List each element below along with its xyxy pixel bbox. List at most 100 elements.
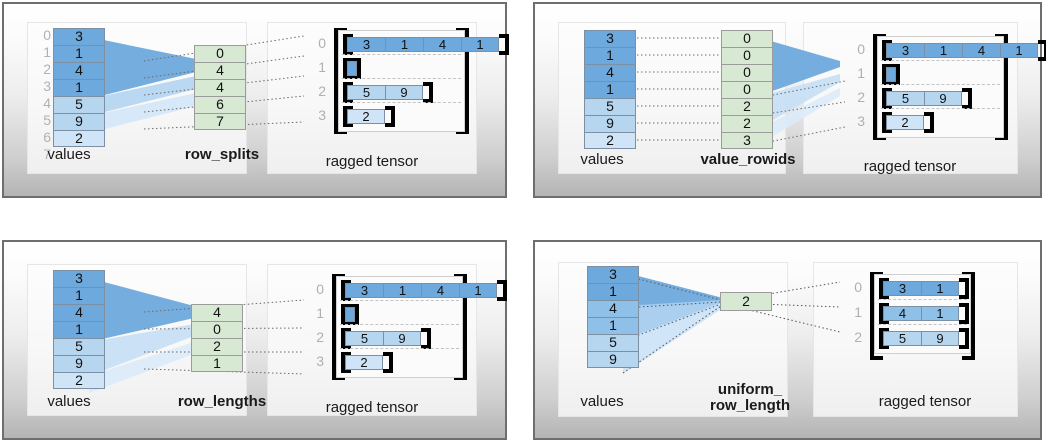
encoding-cell: 1 bbox=[191, 355, 243, 372]
value-cell: 9 bbox=[587, 351, 639, 368]
value-cell: 9 bbox=[53, 355, 105, 372]
encoding-cell: 0 bbox=[191, 321, 243, 338]
value-index-label: 3 bbox=[43, 78, 51, 94]
tensor-cell: 1 bbox=[921, 281, 959, 296]
value-index-label: 6 bbox=[43, 129, 51, 145]
encoding-cell: 4 bbox=[194, 62, 246, 79]
tensor-caption: ragged tensor bbox=[878, 393, 972, 410]
tensor-row-label: 1 bbox=[854, 304, 862, 320]
tensor-row-label: 2 bbox=[857, 89, 865, 105]
row-bracket-left bbox=[343, 34, 353, 55]
tensor-cell: 3 bbox=[886, 43, 924, 58]
row-bracket-left bbox=[879, 303, 889, 324]
encoding-cell: 3 bbox=[721, 132, 773, 149]
tensor-row-label: 1 bbox=[857, 65, 865, 81]
tensor-cell: 9 bbox=[924, 91, 962, 106]
value-cell: 3 bbox=[584, 30, 636, 47]
values-caption: values bbox=[580, 151, 624, 168]
row-bracket-right bbox=[959, 328, 969, 349]
row-bracket-left bbox=[882, 112, 892, 133]
tensor-caption: ragged tensor bbox=[325, 153, 419, 170]
row-bracket-left bbox=[341, 304, 351, 325]
value-cell: 1 bbox=[53, 287, 105, 304]
tensor-cell: 4 bbox=[883, 306, 921, 321]
row-bracket-left bbox=[882, 88, 892, 109]
encoding-cell: 0 bbox=[721, 47, 773, 64]
tensor-cell-empty bbox=[345, 307, 355, 322]
value-index-label: 7 bbox=[43, 146, 51, 162]
row-bracket-right bbox=[351, 58, 361, 79]
encoding-caption: uniform_ row_length bbox=[709, 381, 790, 414]
tensor-row-label: 3 bbox=[316, 353, 324, 369]
tensor-cell: 2 bbox=[347, 109, 385, 124]
tensor-row-label: 3 bbox=[857, 113, 865, 129]
encoding-caption: value_rowids bbox=[700, 151, 796, 168]
encoding-cell: 4 bbox=[194, 79, 246, 96]
value-cell: 5 bbox=[53, 338, 105, 355]
row-bracket-left bbox=[882, 64, 892, 85]
row-bracket-right bbox=[959, 303, 969, 324]
tensor-cell: 1 bbox=[461, 37, 499, 52]
tensor-cell: 5 bbox=[886, 91, 924, 106]
tensor-cell: 3 bbox=[883, 281, 921, 296]
value-cell: 9 bbox=[53, 113, 105, 130]
encoding-caption: row_lengths bbox=[177, 393, 267, 410]
tensor-cell: 9 bbox=[383, 331, 421, 346]
encoding-cell: 0 bbox=[721, 81, 773, 98]
tensor-row-label: 3 bbox=[318, 107, 326, 123]
tensor-row-cells: 2 bbox=[886, 115, 924, 130]
tensor-cell: 4 bbox=[423, 37, 461, 52]
value-index-label: 5 bbox=[43, 112, 51, 128]
tensor-cell: 5 bbox=[345, 331, 383, 346]
row-bracket-right bbox=[385, 106, 395, 127]
tensor-cell: 9 bbox=[385, 85, 423, 100]
row-bracket-right bbox=[383, 352, 393, 373]
value-cell: 2 bbox=[584, 132, 636, 149]
tensor-cell: 4 bbox=[962, 43, 1000, 58]
value-cell: 2 bbox=[53, 130, 105, 147]
tensor-row-label: 0 bbox=[854, 279, 862, 295]
tensor-row-cells bbox=[347, 61, 357, 76]
row-bracket-left bbox=[343, 82, 353, 103]
row-bracket-left bbox=[341, 280, 351, 301]
row-bracket-left bbox=[879, 328, 889, 349]
tensor-cell: 2 bbox=[886, 115, 924, 130]
row-bracket-right bbox=[349, 304, 359, 325]
row-separator bbox=[342, 102, 461, 103]
encoding-single-cell: 2 bbox=[720, 292, 772, 311]
tensor-row-cells: 2 bbox=[345, 355, 383, 370]
row-bracket-right bbox=[959, 278, 969, 299]
value-cell: 3 bbox=[53, 28, 105, 45]
row-bracket-right bbox=[497, 280, 507, 301]
encoding-cell: 0 bbox=[194, 45, 246, 62]
value-cell: 1 bbox=[587, 283, 639, 300]
tensor-row bbox=[341, 304, 359, 325]
row-separator bbox=[881, 108, 1000, 109]
value-index-label: 4 bbox=[43, 95, 51, 111]
row-bracket-left bbox=[879, 278, 889, 299]
tensor-caption: ragged tensor bbox=[325, 399, 419, 416]
value-cell: 1 bbox=[53, 45, 105, 62]
value-index-label: 2 bbox=[43, 61, 51, 77]
row-bracket-right bbox=[962, 88, 972, 109]
